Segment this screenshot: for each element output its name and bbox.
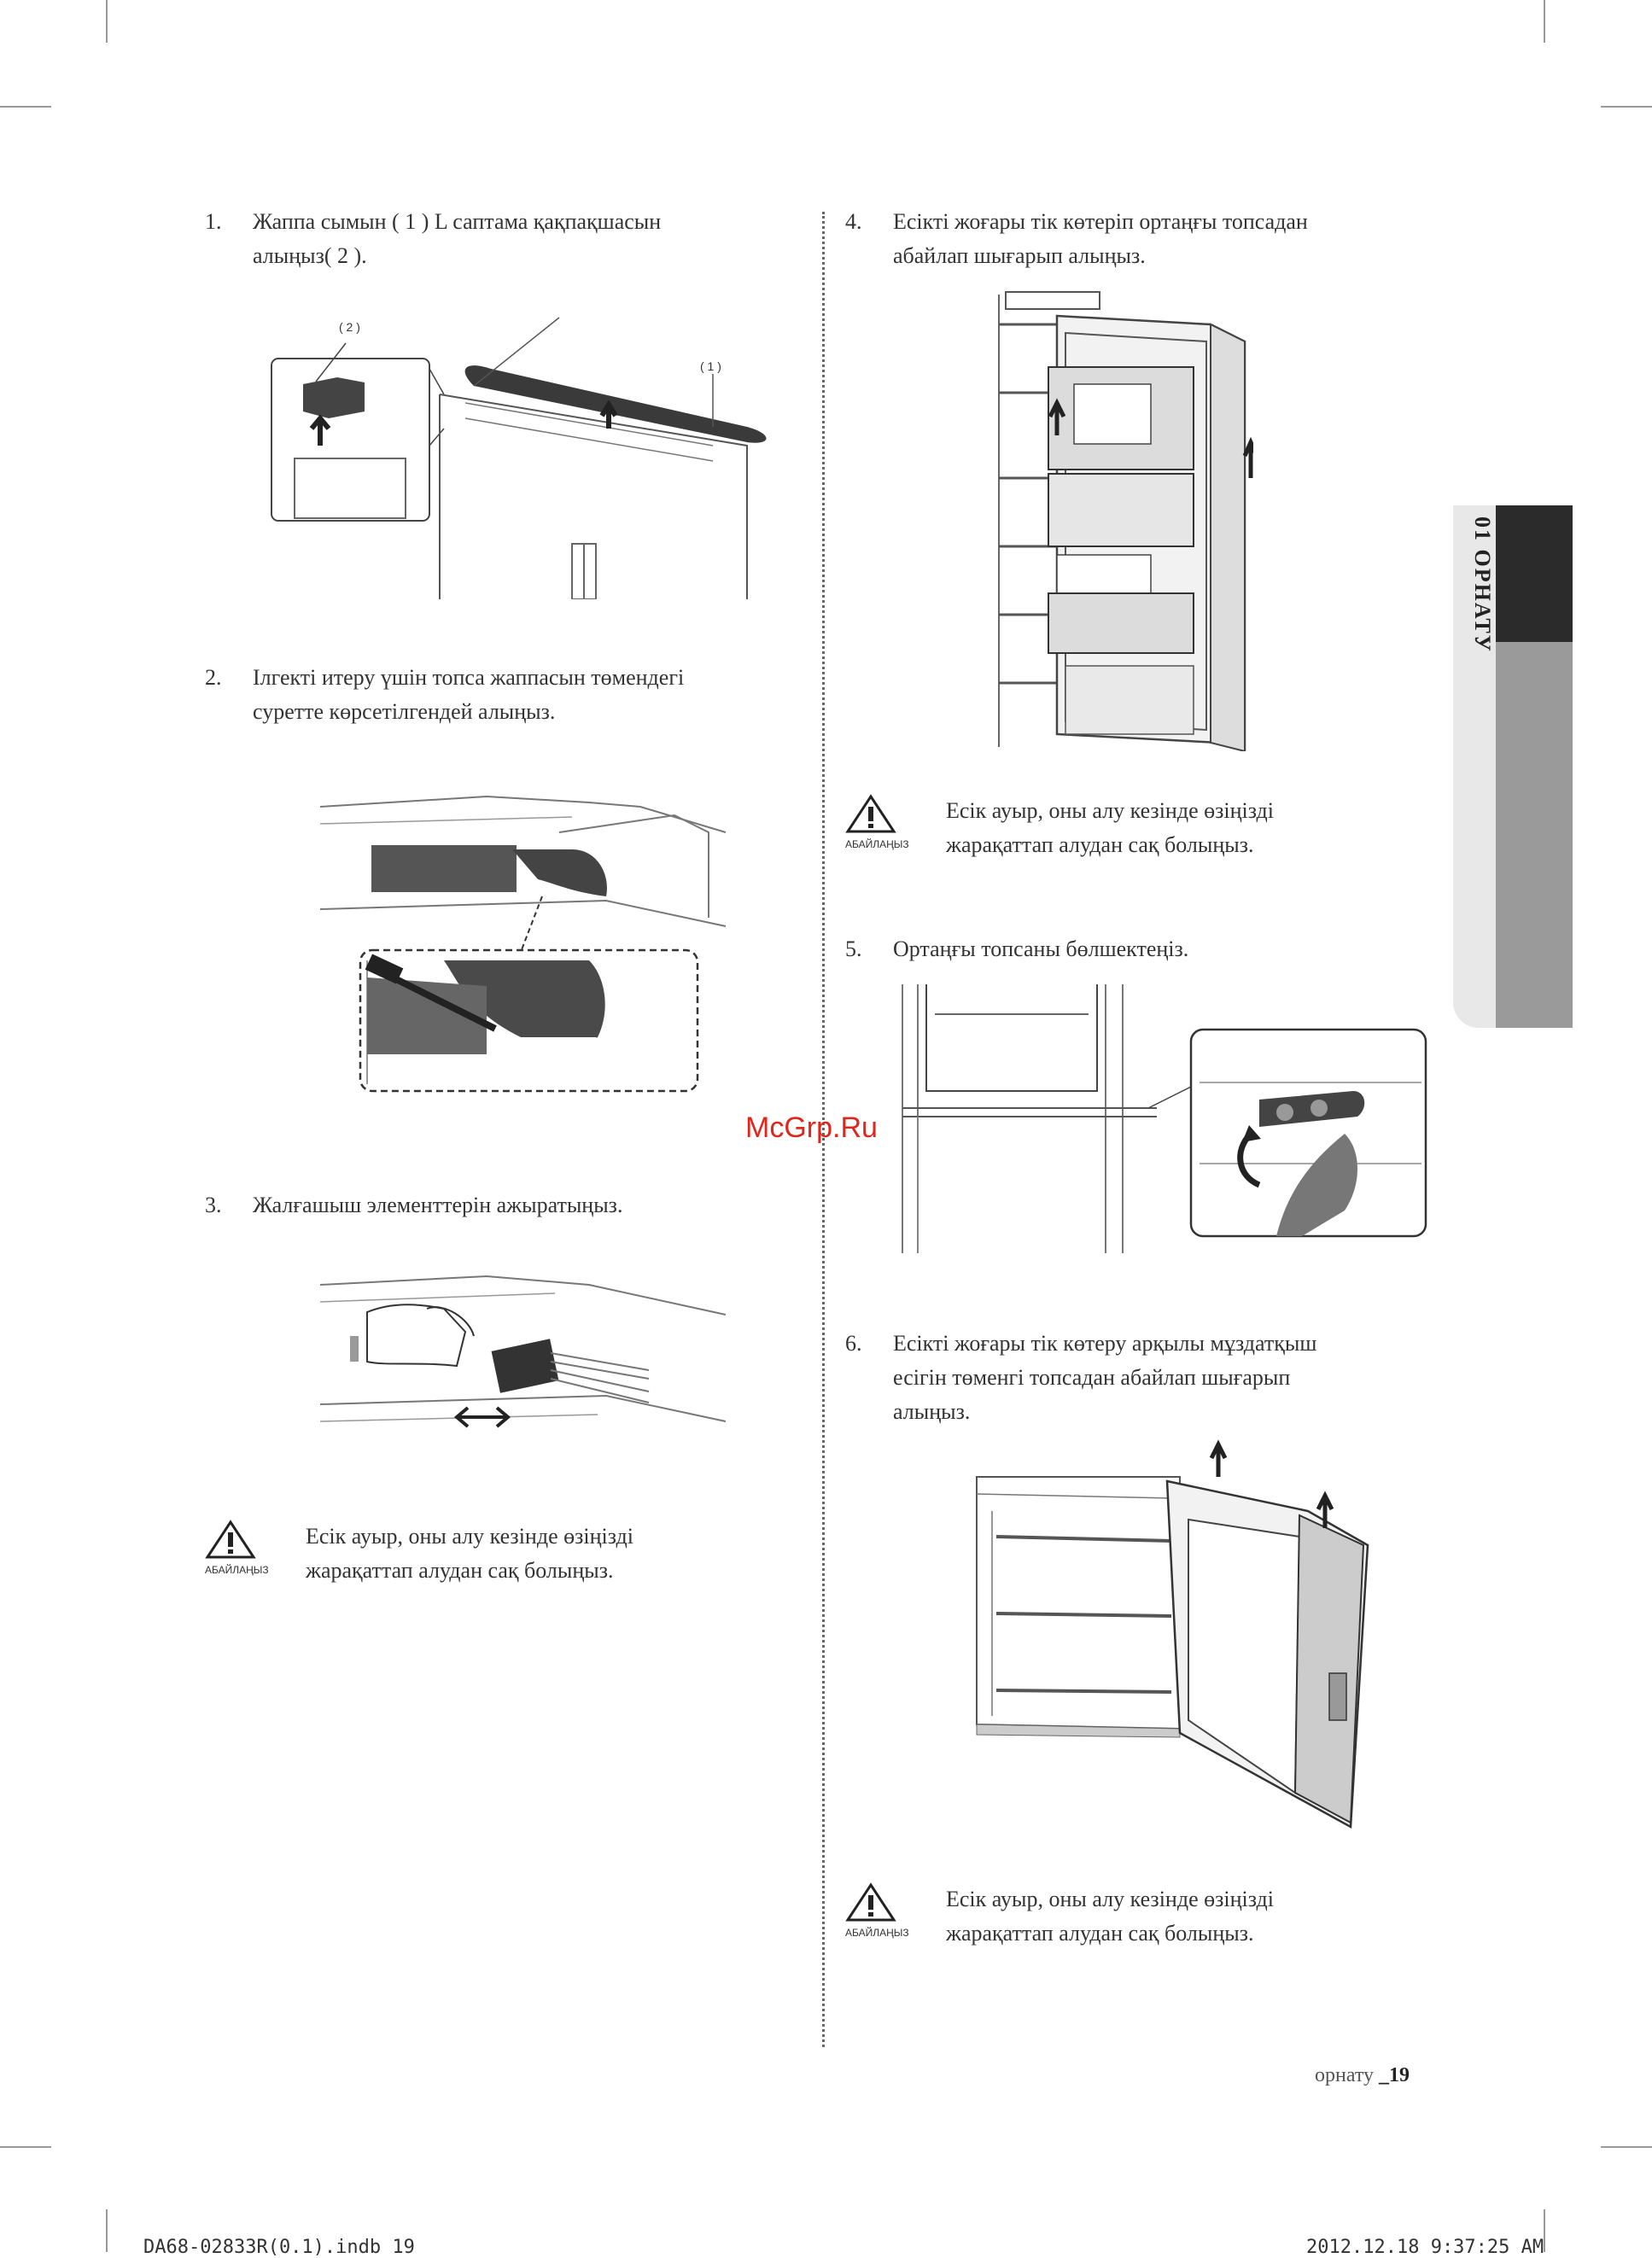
footer-section: орнату bbox=[1315, 2064, 1375, 2086]
callout-label: ( 2 ) bbox=[339, 320, 360, 334]
callout-label: ( 1 ) bbox=[700, 359, 721, 373]
step-3: 3. Жалғашыш элементтерін ажыратыңыз. bbox=[205, 1188, 803, 1222]
warning-icon bbox=[205, 1520, 256, 1559]
side-tab-grey bbox=[1496, 642, 1573, 1028]
watermark: McGrp.Ru bbox=[745, 1111, 878, 1144]
side-tab-background bbox=[1453, 505, 1497, 1028]
step-number: 2. bbox=[205, 665, 222, 690]
step-2: 2. Ілгекті итеру үшін топса жаппасын төм… bbox=[205, 661, 803, 729]
step-text-line: абайлап шығарып алыңыз. bbox=[893, 243, 1146, 268]
illustration-middle-hinge bbox=[901, 980, 1430, 1262]
warning-label: АБАЙЛАҢЫЗ bbox=[845, 1927, 909, 1939]
page-footer: орнату _19 bbox=[1315, 2064, 1410, 2087]
step-5: 5. Ортаңғы топсаны бөлшектеңіз. bbox=[845, 932, 1443, 966]
step-text-line: Ілгекті итеру үшін топса жаппасын төменд… bbox=[253, 665, 685, 690]
step-text-line: Жаппа сымын ( 1 ) L саптама қақпақшасын bbox=[253, 209, 662, 234]
side-tab-label: 01 ОРНАТУ bbox=[1470, 516, 1495, 653]
warning-block: АБАЙЛАҢЫЗ Есік ауыр, оны алу кезінде өзі… bbox=[205, 1520, 820, 1596]
warning-block: АБАЙЛАҢЫЗ Есік ауыр, оны алу кезінде өзі… bbox=[845, 1882, 1460, 1959]
column-divider bbox=[822, 212, 825, 2047]
step-text-line: алыңыз( 2 ). bbox=[253, 243, 367, 268]
step-text-line: Есікті жоғары тік көтеріп ортаңғы топсад… bbox=[893, 209, 1308, 234]
warning-block: АБАЙЛАҢЫЗ Есік ауыр, оны алу кезінде өзі… bbox=[845, 794, 1460, 871]
warning-icon bbox=[845, 1882, 896, 1922]
step-number: 4. bbox=[845, 209, 862, 234]
side-tab-dark bbox=[1496, 505, 1573, 642]
warning-icon bbox=[845, 794, 896, 833]
step-1: 1. Жаппа сымын ( 1 ) L саптама қақпақшас… bbox=[205, 205, 803, 273]
step-number: 5. bbox=[845, 936, 862, 961]
illustration-freezer-door bbox=[975, 1434, 1376, 1844]
crop-mark bbox=[1601, 2146, 1652, 2148]
step-text-line: Ортаңғы топсаны бөлшектеңіз. bbox=[893, 936, 1189, 961]
step-text-line: есігін төменгі топсадан абайлап шығарып bbox=[893, 1365, 1291, 1390]
step-text-line: Есікті жоғары тік көтеру арқылы мұздатқы… bbox=[893, 1331, 1317, 1356]
warning-text-line: Есік ауыр, оны алу кезінде өзіңізді bbox=[946, 798, 1274, 823]
warning-text-line: Есік ауыр, оны алу кезінде өзіңізді bbox=[946, 1887, 1274, 1911]
crop-mark bbox=[1544, 2209, 1545, 2252]
page-number: _19 bbox=[1379, 2064, 1410, 2086]
step-number: 3. bbox=[205, 1193, 222, 1217]
illustration-connector bbox=[316, 1251, 743, 1456]
step-number: 1. bbox=[205, 209, 222, 234]
print-datetime: 2012.12.18 9:37:25 AM bbox=[1306, 2237, 1544, 2258]
crop-mark bbox=[0, 106, 51, 108]
step-text-line: алыңыз. bbox=[893, 1399, 971, 1424]
step-number: 6. bbox=[845, 1331, 862, 1356]
warning-label: АБАЙЛАҢЫЗ bbox=[845, 838, 909, 850]
warning-text-line: жарақаттап алудан сақ болыңыз. bbox=[946, 832, 1254, 857]
warning-text-line: Есік ауыр, оны алу кезінде өзіңізді bbox=[306, 1524, 633, 1549]
warning-text-line: жарақаттап алудан сақ болыңыз. bbox=[946, 1921, 1254, 1946]
illustration-door-lift bbox=[997, 290, 1253, 751]
crop-mark bbox=[106, 2209, 108, 2252]
step-4: 4. Есікті жоғары тік көтеріп ортаңғы топ… bbox=[845, 205, 1443, 273]
crop-mark bbox=[1544, 0, 1545, 43]
step-text-line: Жалғашыш элементтерін ажыратыңыз. bbox=[253, 1193, 623, 1217]
warning-text-line: жарақаттап алудан сақ болыңыз. bbox=[306, 1558, 614, 1583]
step-6: 6. Есікті жоғары тік көтеру арқылы мұзда… bbox=[845, 1327, 1443, 1429]
illustration-hinge-cover: ( 2 ) ( 1 ) bbox=[269, 275, 815, 599]
crop-mark bbox=[106, 0, 108, 43]
illustration-hinge-hook bbox=[316, 756, 743, 1097]
print-file-info: DA68-02833R(0.1).indb 19 bbox=[143, 2237, 415, 2258]
step-text-line: суретте көрсетілгендей алыңыз. bbox=[253, 699, 556, 724]
crop-mark bbox=[1601, 106, 1652, 108]
warning-label: АБАЙЛАҢЫЗ bbox=[205, 1564, 269, 1576]
crop-mark bbox=[0, 2146, 51, 2148]
